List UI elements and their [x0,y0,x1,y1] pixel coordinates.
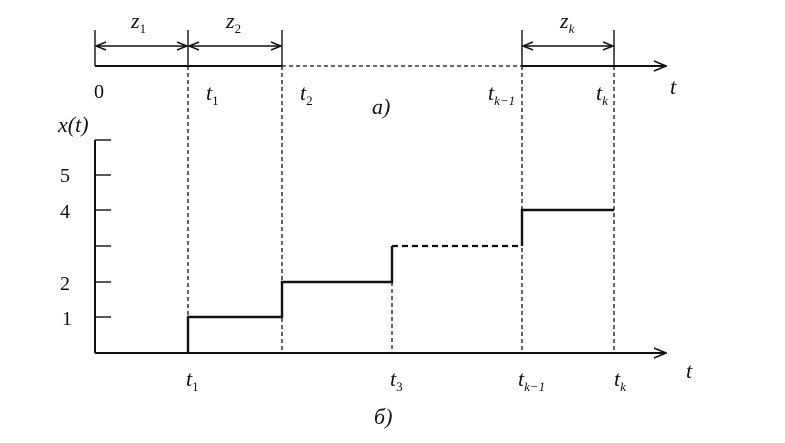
y-tick-label-1: 1 [62,308,72,330]
part-b: 5 4 2 1 x(t) t t1 t3 tk−1 tk б) [57,112,693,429]
interval-z1-label: z1 [130,8,146,36]
step-function-solid-right [520,208,614,246]
part-b-tk-label: tk [614,366,626,394]
part-a-caption: а) [372,94,390,119]
step-function-solid-left [186,246,394,353]
part-b-tk-1-label: tk−1 [518,366,545,394]
part-b-caption: б) [374,404,392,429]
interval-zk-label: zk [559,8,575,36]
part-a-axis-label: t [670,74,677,99]
part-a-tk-1-label: tk−1 [488,80,515,108]
part-b-t3-label: t3 [390,366,403,394]
part-b-x-label: t [686,358,693,383]
interval-z2-label: z2 [225,8,241,36]
part-b-y-label: x(t) [57,112,89,137]
part-a-origin-label: 0 [94,81,104,103]
part-a-t2-label: t2 [300,80,313,108]
y-tick-label-5: 5 [60,165,70,187]
part-a-tk-label: tk [596,80,608,108]
part-b-t1-label: t1 [186,366,199,394]
y-tick-label-4: 4 [60,201,70,223]
part-a: z1 z2 zk 0 t1 t2 tk−1 tk t а) [94,8,677,119]
y-tick-label-2: 2 [60,273,70,295]
part-a-t1-label: t1 [206,80,219,108]
